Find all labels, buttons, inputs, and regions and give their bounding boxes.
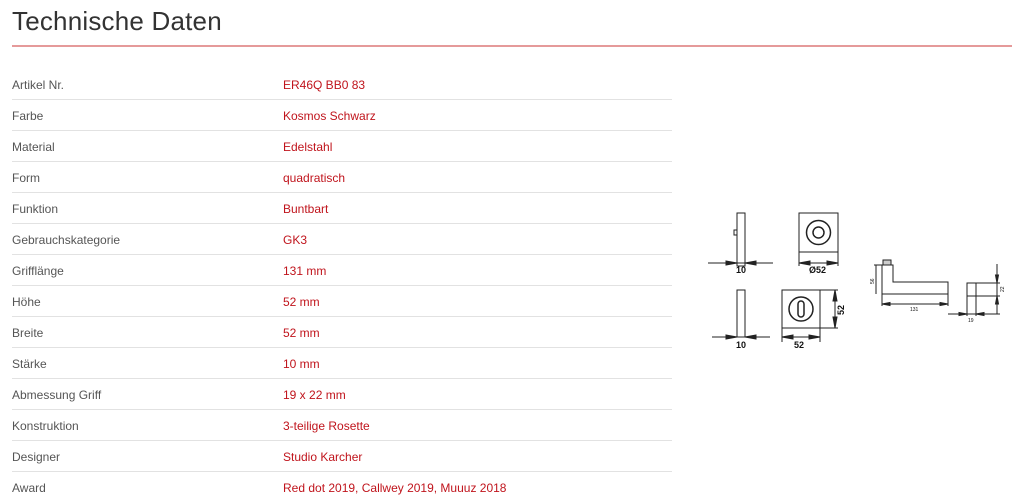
key-rose-front-view: 52 52 xyxy=(781,289,846,350)
spec-value: Kosmos Schwarz xyxy=(283,109,376,123)
spec-label: Designer xyxy=(12,450,61,464)
table-row: Form quadratisch xyxy=(12,162,672,193)
spec-label: Material xyxy=(12,140,55,154)
dim-label: Ø52 xyxy=(809,265,826,275)
spec-value: Red dot 2019, Callwey 2019, Muuuz 2018 xyxy=(283,481,507,495)
handle-side-view: 56 131 xyxy=(870,259,949,313)
rose-front-view: Ø52 xyxy=(798,212,839,275)
rose-side-view-top: 10 xyxy=(708,212,773,275)
spec-value: ER46Q BB0 83 xyxy=(283,78,366,92)
dim-label: 56 xyxy=(870,278,876,284)
spec-label: Stärke xyxy=(12,357,47,371)
rose-side-view-bottom: 10 xyxy=(712,289,770,350)
table-row: Gebrauchskategorie GK3 xyxy=(12,224,672,255)
dim-label: 10 xyxy=(736,340,746,350)
spec-label: Breite xyxy=(12,326,44,340)
spec-label: Form xyxy=(12,171,40,185)
spec-label: Grifflänge xyxy=(12,264,64,278)
spec-value: 19 x 22 mm xyxy=(283,388,346,402)
title-divider xyxy=(12,45,1012,47)
dim-label: 52 xyxy=(836,305,846,315)
dim-label: 52 xyxy=(794,340,804,350)
table-row: Funktion Buntbart xyxy=(12,193,672,224)
spec-label: Gebrauchskategorie xyxy=(12,233,121,247)
specs-table: Artikel Nr. ER46Q BB0 83 Farbe Kosmos Schw… xyxy=(12,69,672,502)
spec-value: 52 mm xyxy=(283,295,320,309)
spec-value: Buntbart xyxy=(283,202,329,216)
spec-value: Edelstahl xyxy=(283,140,333,154)
spec-value: 3-teilige Rosette xyxy=(283,419,370,433)
spec-value: 131 mm xyxy=(283,264,327,278)
table-row: Designer Studio Karcher xyxy=(12,441,672,472)
technical-drawing: 10 Ø52 10 52 52 56 131 xyxy=(708,212,1006,350)
spec-value: 52 mm xyxy=(283,326,320,340)
dim-label: 22 xyxy=(1000,286,1006,292)
table-row: Breite 52 mm xyxy=(12,317,672,348)
table-row: Höhe 52 mm xyxy=(12,286,672,317)
grip-cross-section: 22 19 xyxy=(948,264,1006,324)
table-row: Award Red dot 2019, Callwey 2019, Muuuz 2… xyxy=(12,472,672,502)
spec-label: Abmessung Griff xyxy=(12,388,102,402)
spec-label: Höhe xyxy=(12,295,41,309)
spec-label: Konstruktion xyxy=(12,419,79,433)
table-row: Abmessung Griff 19 x 22 mm xyxy=(12,379,672,410)
table-row: Grifflänge 131 mm xyxy=(12,255,672,286)
table-row: Stärke 10 mm xyxy=(12,348,672,379)
table-row: Material Edelstahl xyxy=(12,131,672,162)
spec-value: Studio Karcher xyxy=(283,450,363,464)
dim-label: 19 xyxy=(968,318,974,324)
table-row: Konstruktion 3-teilige Rosette xyxy=(12,410,672,441)
spec-label: Funktion xyxy=(12,202,59,216)
spec-value: quadratisch xyxy=(283,171,346,185)
table-row: Farbe Kosmos Schwarz xyxy=(12,100,672,131)
dim-label: 10 xyxy=(736,265,746,275)
dim-label: 131 xyxy=(910,307,919,313)
table-row: Artikel Nr. ER46Q BB0 83 xyxy=(12,69,672,100)
page-title: Technische Daten xyxy=(12,6,222,36)
spec-value: 10 mm xyxy=(283,357,320,371)
spec-value: GK3 xyxy=(283,233,308,247)
spec-label: Award xyxy=(12,481,46,495)
spec-label: Artikel Nr. xyxy=(12,78,65,92)
spec-label: Farbe xyxy=(12,109,44,123)
